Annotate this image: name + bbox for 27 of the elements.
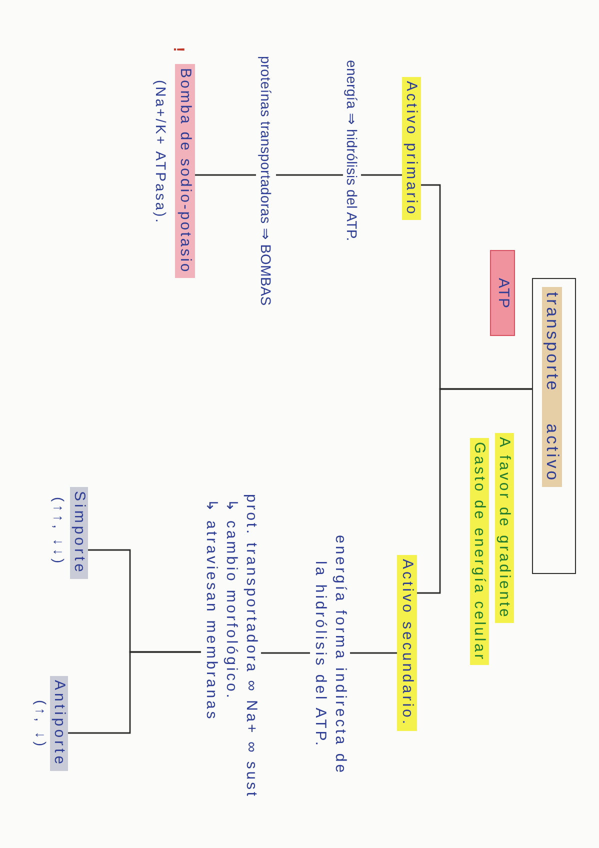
highlighted-title: transporte activo — [542, 287, 562, 488]
note-text: energía ⇒ hidrólisis del ATP. — [343, 60, 361, 242]
highlighted-text: Activo secundario. — [397, 555, 417, 731]
connector-line — [261, 652, 310, 654]
connector-line — [195, 174, 256, 176]
connector-line — [276, 174, 343, 176]
note-text: proteínas transportadoras ⇒ BOMBAS — [256, 56, 276, 306]
connector-line — [68, 651, 201, 734]
highlighted-term: ATP — [490, 250, 515, 336]
connector-line — [417, 388, 532, 594]
exclamation-mark: ! — [170, 47, 187, 52]
side-note: (↑, ↓) — [32, 700, 49, 750]
highlighted-text: Bomba de sodio-potasio — [175, 64, 195, 278]
highlighted-text: Activo primario — [402, 77, 421, 220]
note-text: prot. transportadora ∞ Na+ ∞ sust — [242, 494, 261, 798]
concept-box — [532, 278, 576, 574]
connector-line — [361, 174, 402, 176]
highlighted-text: Antiporte — [50, 676, 68, 772]
side-note: (↑↑, ↓↓) — [50, 497, 67, 566]
connector-line — [350, 652, 397, 654]
note-text: ↳ cambio morfológico. — [222, 499, 241, 702]
highlighted-text: Gasto de energía celular — [470, 438, 489, 666]
side-note: (Na+/K+ ATPasa). — [152, 80, 169, 225]
highlighted-text: A favor de gradiente — [495, 433, 514, 624]
highlighted-text: Simporte — [70, 487, 88, 580]
note-text: ↳ atraviesan membranas — [202, 499, 221, 724]
note-text: energía forma indirecta de la hidrólisis del ATP. — [310, 530, 350, 780]
